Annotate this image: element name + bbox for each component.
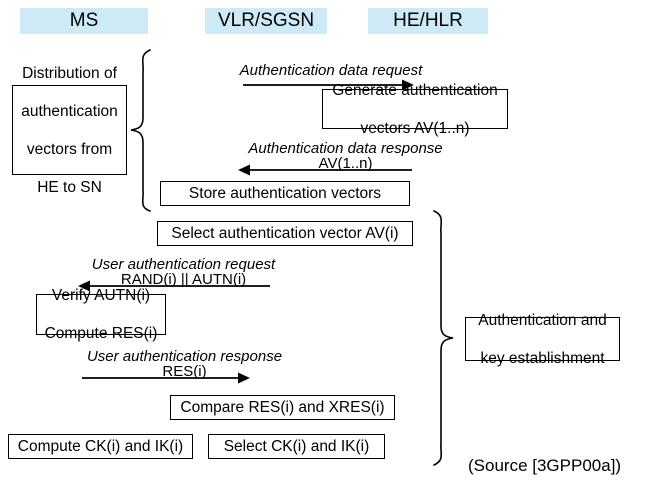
action-box-verify-autn-compute-res: Verify AUTN(i) Compute RES(i) — [36, 287, 166, 342]
select-auth-vector-line1: Select authentication vector AV(i) — [171, 225, 399, 242]
message-label-authentication-data-response: Authentication data response — [238, 140, 453, 158]
phase-auth-line1: Authentication and — [478, 311, 607, 329]
action-box-select-ck-ik: Select CK(i) and IK(i) — [208, 434, 385, 459]
phase-auth-line2: key establishment — [480, 349, 605, 367]
verify-autn-line1: Verify AUTN(i) — [51, 287, 151, 304]
user-auth-response-text: User authentication response — [86, 348, 283, 365]
phase-distribution-line4: HE to SN — [37, 178, 102, 196]
generate-auth-vectors-line1: Generate authentication — [332, 81, 498, 99]
lifeline-header-vlr-sgsn-label: VLR/SGSN — [217, 10, 315, 31]
auth-data-request-text: Authentication data request — [239, 62, 423, 79]
lifeline-header-vlr-sgsn: VLR/SGSN — [205, 8, 327, 34]
store-auth-vectors-line1: Store authentication vectors — [188, 185, 382, 202]
message-sublabel-user-authentication-request: RAND(i) || AUTN(i) — [76, 271, 291, 289]
generate-auth-vectors-line2: vectors AV(1..n) — [360, 119, 470, 137]
auth-data-response-sub: AV(1..n) — [318, 155, 373, 172]
lifeline-header-ms-label: MS — [69, 10, 99, 31]
user-auth-request-sub: RAND(i) || AUTN(i) — [120, 271, 247, 288]
verify-autn-line2: Compute RES(i) — [44, 325, 158, 342]
lifeline-header-he-hlr-label: HE/HLR — [393, 10, 463, 31]
phase-box-distribution: Distribution of authentication vectors f… — [12, 65, 127, 196]
compare-res-line1: Compare RES(i) and XRES(i) — [180, 399, 385, 416]
lifeline-header-he-hlr: HE/HLR — [368, 8, 488, 34]
phase-distribution-line2: authentication — [21, 102, 118, 120]
brace-authentication-phase — [433, 210, 454, 466]
compute-ck-ik-line1: Compute CK(i) and IK(i) — [17, 438, 184, 455]
action-box-compare-res-xres: Compare RES(i) and XRES(i) — [170, 395, 395, 420]
select-ck-ik-line1: Select CK(i) and IK(i) — [223, 438, 370, 455]
message-label-user-authentication-response: User authentication response — [72, 348, 297, 366]
phase-box-authentication-key-establishment: Authentication and key establishment — [465, 312, 620, 367]
action-box-select-auth-vector: Select authentication vector AV(i) — [157, 221, 413, 246]
message-label-user-authentication-request: User authentication request — [76, 256, 291, 274]
message-sublabel-authentication-data-response: AV(1..n) — [238, 155, 453, 173]
phase-distribution-line3: vectors from — [26, 140, 113, 158]
message-label-authentication-data-request: Authentication data request — [231, 62, 431, 80]
action-box-store-auth-vectors: Store authentication vectors — [160, 181, 410, 206]
lifeline-header-ms: MS — [20, 8, 148, 34]
brace-distribution-phase — [130, 49, 151, 212]
source-note-text: (Source [3GPP00a]) — [468, 456, 622, 475]
message-sublabel-user-authentication-response: RES(i) — [72, 363, 297, 381]
phase-distribution-line1: Distribution of — [22, 64, 117, 82]
action-box-compute-ck-ik: Compute CK(i) and IK(i) — [8, 434, 193, 459]
action-box-generate-auth-vectors: Generate authentication vectors AV(1..n) — [322, 82, 508, 137]
source-note: (Source [3GPP00a]) — [468, 455, 621, 476]
auth-data-response-text: Authentication data response — [248, 140, 443, 157]
user-auth-request-text: User authentication request — [91, 256, 276, 273]
user-auth-response-sub: RES(i) — [162, 363, 207, 380]
